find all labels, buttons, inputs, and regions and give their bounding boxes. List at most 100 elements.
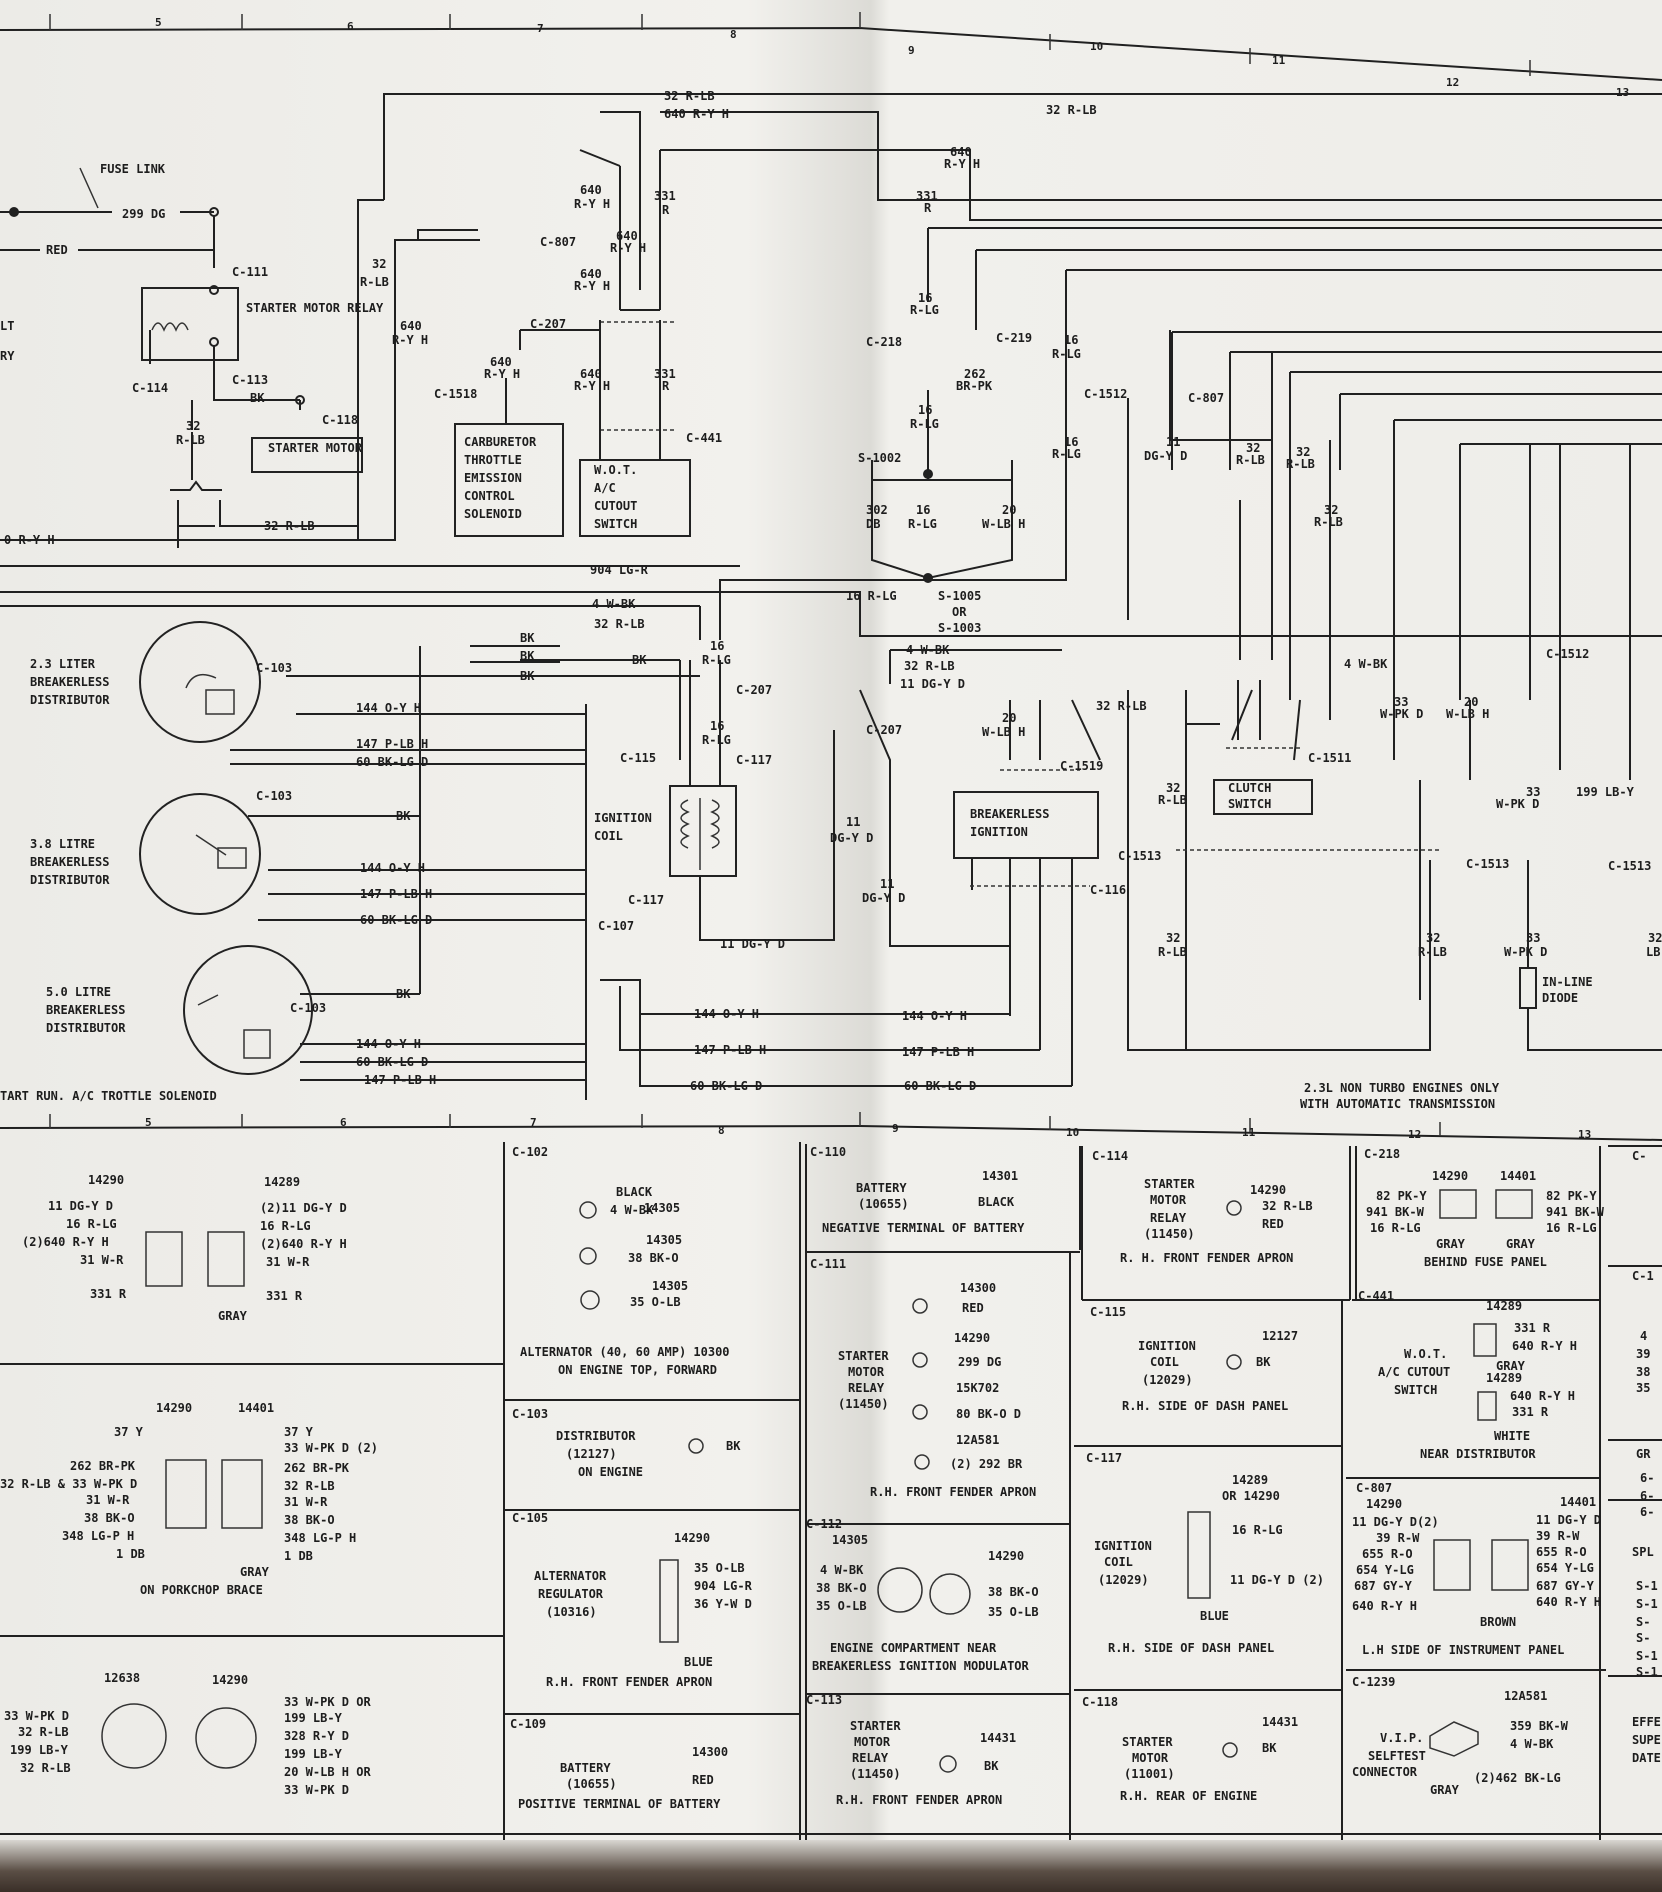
wire-label: 11 DG-Y D	[720, 937, 785, 951]
wire-label: 32	[186, 419, 200, 433]
wire-label: W-LB H	[982, 725, 1025, 739]
column-label: 12	[1446, 76, 1459, 89]
wire-label: BK	[726, 1439, 741, 1453]
wire-label: R-Y H	[574, 197, 610, 211]
wire-label: 16	[1064, 435, 1078, 449]
wire-label: BK	[396, 987, 411, 1001]
wire-label: 20 W-LB H OR	[284, 1765, 371, 1779]
part-number: 14290	[88, 1173, 124, 1187]
splice-label: S-1005	[938, 589, 981, 603]
connector-id: C-441	[1358, 1289, 1394, 1303]
wire-label: R-LG	[1052, 347, 1081, 361]
part-number: 14305	[644, 1201, 680, 1215]
wire-label: 331 R	[1514, 1321, 1551, 1335]
component-label: IGNITION	[1094, 1539, 1152, 1553]
part-number: 14289	[1486, 1371, 1522, 1385]
wire-lines	[0, 93, 1662, 1100]
component-label: SELFTEST	[1368, 1749, 1426, 1763]
wire-label: R-LB	[1158, 793, 1187, 807]
wire-label: 144 O-Y H	[356, 1037, 421, 1051]
wire-label: R-LG	[910, 417, 939, 431]
connector-id: C-110	[810, 1145, 846, 1159]
wire-label: R-Y H	[392, 333, 428, 347]
column-label: 10	[1066, 1126, 1079, 1139]
connector-id: C-115	[1090, 1305, 1126, 1319]
ignition-coil-box	[669, 785, 737, 877]
component-label: (12127)	[566, 1447, 617, 1461]
part-number: 15K702	[956, 1381, 999, 1395]
edge-label: S-	[1636, 1631, 1650, 1645]
wire-label: R-LB	[1286, 457, 1315, 471]
location-label: POSITIVE TERMINAL OF BATTERY	[518, 1797, 721, 1811]
wire-label: 331	[654, 367, 676, 381]
wire-label: 348 LG-P H	[62, 1529, 134, 1543]
component-label: (10655)	[566, 1777, 617, 1791]
wire-label: 262 BR-PK	[70, 1459, 136, 1473]
wire-label: 11 DG-Y D	[48, 1199, 113, 1213]
component-label: 2.3 LITER	[30, 657, 96, 671]
connector-id: C-105	[512, 1511, 548, 1525]
wire-label: DG-Y D	[862, 891, 905, 905]
wire-label: 32 R-LB	[664, 89, 715, 103]
location-label: BEHIND FUSE PANEL	[1424, 1255, 1547, 1269]
location-label: L.H SIDE OF INSTRUMENT PANEL	[1362, 1643, 1564, 1657]
component-label: DIODE	[1542, 991, 1578, 1005]
wire-label: 32	[1648, 931, 1662, 945]
wire-label: 147 P-LB H	[694, 1043, 766, 1057]
wire-label: R-LB	[176, 433, 205, 447]
column-label: 8	[718, 1124, 725, 1137]
wire-label: 35 O-LB	[816, 1599, 867, 1613]
wire-label: 299 DG	[958, 1355, 1001, 1369]
connector-label: C-103	[256, 789, 292, 803]
part-number: 14401	[1560, 1495, 1596, 1509]
note-label: GRAY	[240, 1565, 270, 1579]
edge-label: 35	[1636, 1381, 1650, 1395]
wire-label: 31 W-R	[284, 1495, 328, 1509]
wire-label: RED	[692, 1773, 714, 1787]
wire-label: 147 P-LB H	[360, 887, 432, 901]
component-label: SOLENOID	[464, 507, 522, 521]
wire-label: 16	[918, 291, 932, 305]
component-label: (12029)	[1142, 1373, 1193, 1387]
location-label: NEGATIVE TERMINAL OF BATTERY	[822, 1221, 1025, 1235]
wire-label: 11 DG-Y D(2)	[1352, 1515, 1439, 1529]
wire-label: 20	[1002, 711, 1016, 725]
connector-label: C-1512	[1546, 647, 1589, 661]
column-label: 6	[347, 20, 354, 33]
wire-label: 38 BK-O	[816, 1581, 867, 1595]
wire-label: 640	[490, 355, 512, 369]
breakerless-ignition-box	[953, 791, 1099, 859]
wire-label: 32 R-LB	[904, 659, 955, 673]
component-label: SWITCH	[594, 517, 637, 531]
wire-label: 31 W-R	[86, 1493, 130, 1507]
location-label: ON ENGINE	[578, 1465, 643, 1479]
part-number: 12638	[104, 1671, 140, 1685]
connector-label: C-113	[232, 373, 268, 387]
edge-label: S-	[1636, 1615, 1650, 1629]
wire-label: 35 O-LB	[988, 1605, 1039, 1619]
component-label: MOTOR	[1150, 1193, 1187, 1207]
wire-label: 640 R-Y H	[664, 107, 729, 121]
wire-label: 262 BR-PK	[284, 1461, 350, 1475]
wire-label: 640 R-Y H	[1512, 1339, 1577, 1353]
component-label: IGNITION	[1138, 1339, 1196, 1353]
wire-label: BK	[632, 653, 647, 667]
wire-label: 38 BK-O	[988, 1585, 1039, 1599]
edge-label: S-1	[1636, 1649, 1658, 1663]
note-label: GRAY	[1506, 1237, 1536, 1251]
connector-label: C-117	[628, 893, 664, 907]
wire-label: 32 R-LB	[18, 1725, 69, 1739]
diagram-labels: FUSE LINK 299 DG RED C-111 STARTER MOTOR…	[0, 89, 1662, 1111]
wire-label: 32	[1426, 931, 1440, 945]
component-label: COIL	[1104, 1555, 1133, 1569]
component-label: A/C	[594, 481, 616, 495]
wire-label: 199 LB-Y	[284, 1711, 343, 1725]
connector-id: C-102	[512, 1145, 548, 1159]
wire-label: 33 W-PK D	[4, 1709, 69, 1723]
column-label: 13	[1616, 86, 1629, 99]
note-label: BLUE	[684, 1655, 713, 1669]
wire-label: RED	[46, 243, 68, 257]
component-label: CLUTCH	[1228, 781, 1271, 795]
wire-label: 32	[1324, 503, 1338, 517]
wire-label: 331	[916, 189, 938, 203]
